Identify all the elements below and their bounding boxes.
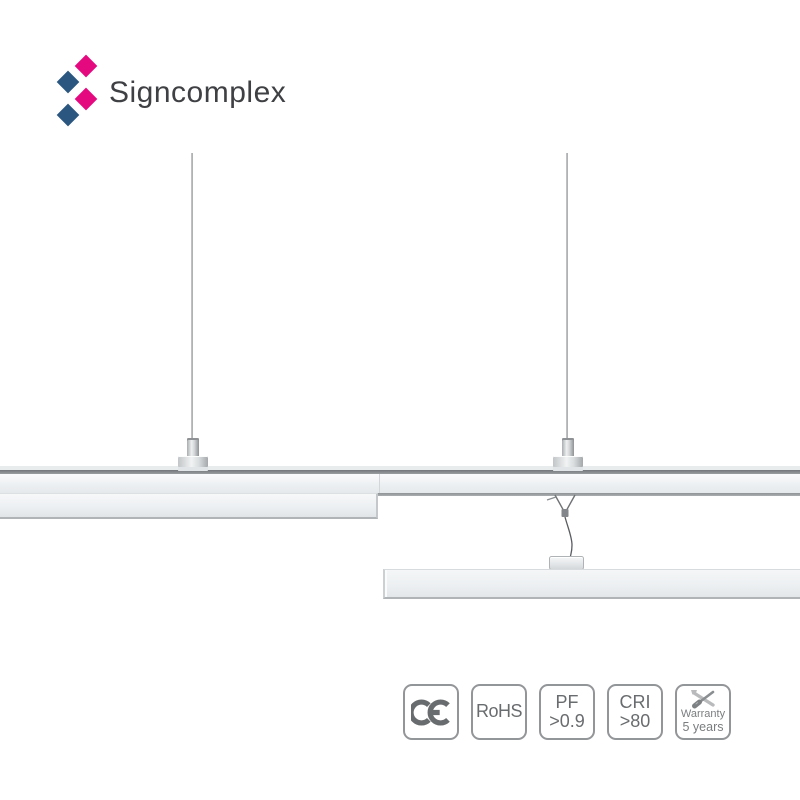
trunking-rail: [0, 474, 800, 493]
badge-warranty-line2: 5 years: [682, 719, 724, 734]
suspension-wire-right: [566, 153, 568, 440]
badge-pf-line1: PF: [555, 691, 579, 712]
suspension-wire-left: [191, 153, 193, 440]
brand-logo: Signcomplex: [0, 0, 320, 150]
fitting-base: [553, 456, 583, 471]
rail-top-edge: [0, 470, 800, 474]
badge-warranty-line1: Warranty: [680, 707, 726, 720]
suspension-fitting-right: [553, 438, 583, 471]
connector-box: [549, 556, 584, 570]
badge-ce: CE: [403, 684, 459, 740]
wire-gripper-icon: [187, 438, 199, 458]
badge-cri-line1: CRI: [619, 691, 651, 712]
suspension-fitting-left: [178, 438, 208, 471]
led-module-lower: [383, 569, 800, 599]
badge-rohs-label: RoHS: [475, 701, 523, 722]
certification-badges: CE RoHS PF >0.9 CRI >80 Warranty 5 years: [403, 684, 731, 740]
logo-diamond-blue-mid: [56, 70, 80, 94]
badge-cri-line2: >80: [619, 711, 651, 731]
badge-rohs: RoHS: [471, 684, 527, 740]
logo-diamond-blue-bottom: [56, 103, 80, 127]
tools-icon: [691, 689, 715, 709]
quick-connect-cable: [546, 494, 576, 557]
badge-pf-line2: >0.9: [549, 711, 585, 731]
logo-diamond-pink-top: [74, 54, 98, 78]
badge-pf: PF >0.9: [539, 684, 595, 740]
badge-cri: CRI >80: [607, 684, 663, 740]
brand-name: Signcomplex: [109, 76, 287, 109]
badge-warranty: Warranty 5 years: [675, 684, 731, 740]
ce-mark-icon: [411, 698, 450, 726]
wire-gripper-icon: [562, 438, 574, 458]
rail-bottom-edge: [0, 493, 800, 496]
rail-section-seam: [379, 474, 380, 493]
led-module-left: [0, 493, 378, 519]
rail-top-highlight: [0, 466, 800, 470]
fitting-base: [178, 456, 208, 471]
logo-diamond-pink-mid: [74, 87, 98, 111]
